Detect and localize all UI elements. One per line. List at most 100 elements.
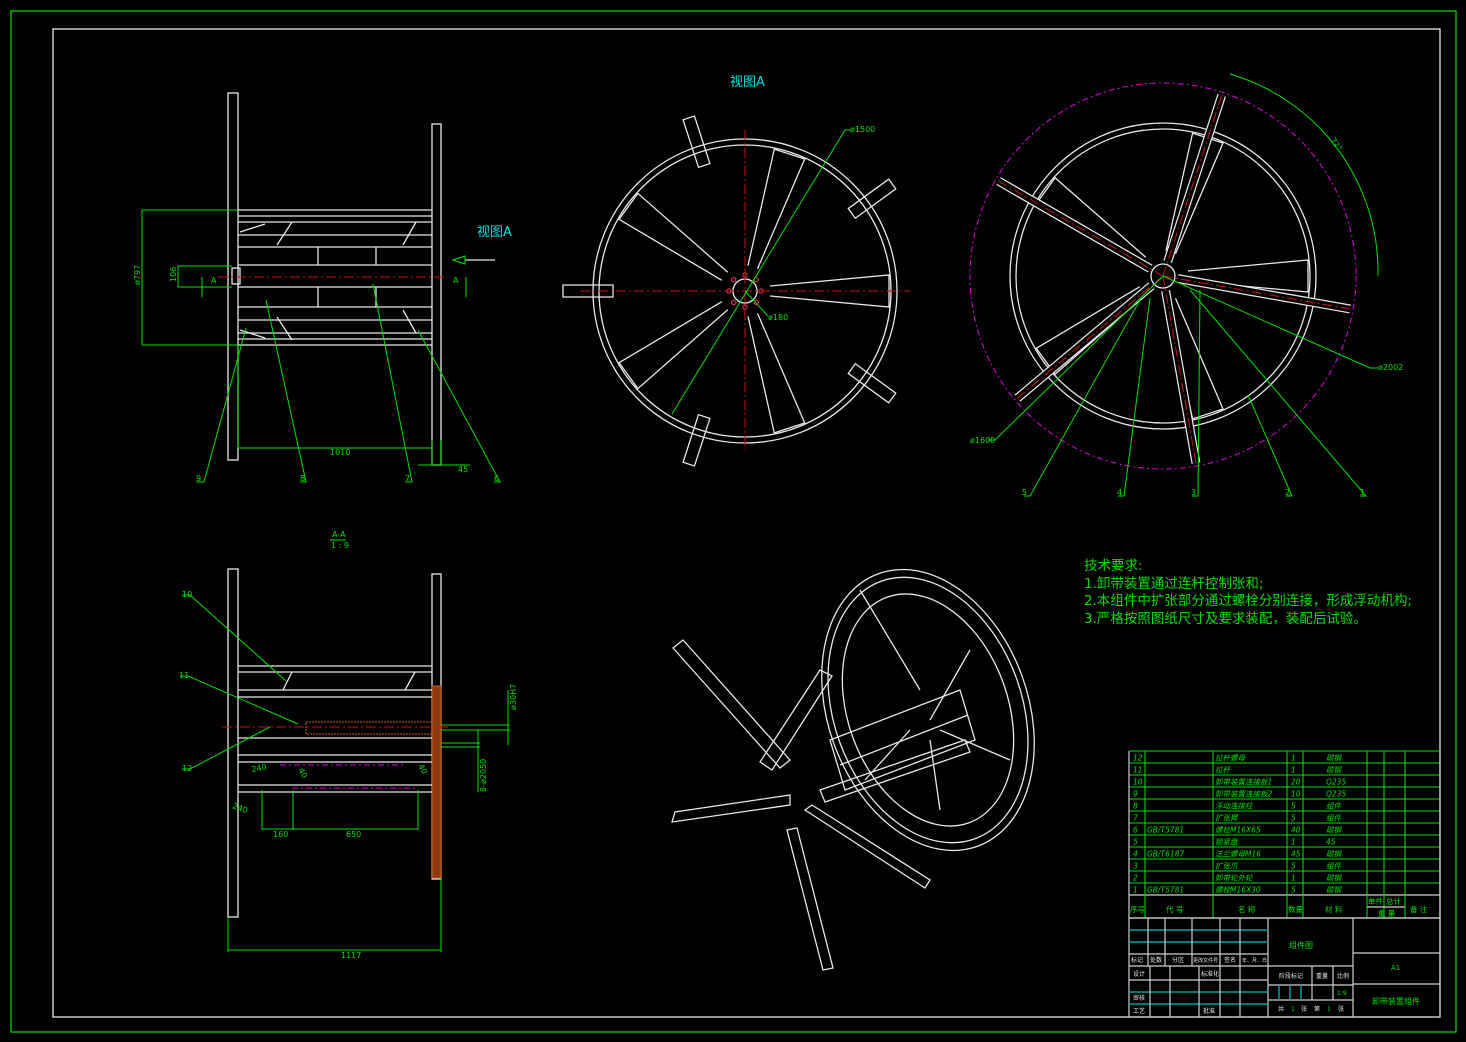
bom-material: Q235 (1326, 790, 1346, 799)
tb-h-sign: 签名 (1224, 956, 1236, 964)
dim-240b: 240 (231, 801, 248, 815)
spoke (618, 192, 729, 281)
bom-no: 5 (1133, 838, 1138, 847)
dim-1117: 1117 (341, 951, 361, 960)
bom-name: 螺栓M16X30 (1215, 886, 1261, 895)
bom-name: 卸带装置连接板2 (1215, 790, 1272, 799)
tb-process: 工艺 (1133, 1007, 1145, 1015)
bolt-hole (730, 299, 737, 306)
bom-no: 6 (1133, 826, 1138, 835)
dim-2002: ø2002 (1378, 363, 1403, 372)
bom-qty: 20 (1291, 778, 1301, 787)
balloon-5: 5 (1022, 488, 1027, 497)
bom-no: 7 (1133, 814, 1138, 823)
balloon-1: 1 (1360, 488, 1365, 497)
tb-approve: 批准 (1203, 1007, 1215, 1015)
bom-material: 碳钢 (1326, 874, 1343, 883)
section-label: A-A (332, 530, 346, 539)
bom-material: 组件 (1326, 802, 1343, 811)
dim-holes: 8-ø2050 (479, 759, 488, 792)
bom-material: 45 (1326, 838, 1336, 847)
bom-material: 碳钢 (1326, 826, 1343, 835)
bom-material: Q235 (1326, 778, 1346, 787)
balloon-10: 10 (182, 590, 192, 599)
bom-row: 10 卸带装置连接板1 20 Q235 (1133, 778, 1346, 787)
dim-106: 106 (169, 267, 178, 282)
tb-standardization: 标准化 (1201, 970, 1219, 978)
dim-240a: 240 (251, 762, 268, 774)
bom-name: 卸带装置连接板1 (1215, 778, 1272, 787)
balloon-4: 4 (1117, 488, 1122, 497)
spoke (1035, 286, 1147, 376)
bom-header-total: 总计 (1386, 896, 1402, 906)
bom-name: 螺栓M16X65 (1215, 826, 1261, 835)
bom-header-weight: 重 量 (1378, 909, 1396, 918)
view-a-label-top: 视图A (730, 75, 765, 90)
bom-name: 扩张爪 (1215, 862, 1238, 871)
spoke (747, 148, 806, 270)
bom-no: 4 (1133, 850, 1138, 859)
dim-650: 650 (346, 830, 361, 839)
tech-title: 技术要求: (1084, 558, 1143, 574)
tb-sheets-total-label: 共 (1278, 1005, 1284, 1013)
right-wheel (996, 93, 1351, 464)
bom-header-unit: 单件 (1368, 896, 1384, 906)
bom-no: 12 (1133, 754, 1143, 763)
bom-no: 10 (1133, 778, 1143, 787)
section-scale: 1 : 9 (331, 541, 349, 550)
tb-h-date: 年、月、日 (1242, 957, 1267, 964)
tb-sheet-no: 1 (1327, 1006, 1331, 1013)
dim-40a: 40 (296, 767, 309, 780)
bom-material: 碳钢 (1326, 754, 1343, 763)
tb-stage-mark: 阶段标记 (1279, 972, 1303, 980)
tb-scale-label: 比例 (1337, 972, 1349, 980)
tech-item-3: 3.严格按照图纸尺寸及要求装配，装配后试验。 (1084, 611, 1367, 627)
bolt-hole (753, 299, 760, 306)
view-a-label-side: 视图A (477, 225, 512, 240)
tb-weight: 重量 (1316, 972, 1328, 980)
bom-no: 9 (1133, 790, 1138, 799)
tb-sheet-unit2: 张 (1338, 1005, 1344, 1013)
bom-qty: 1 (1291, 754, 1296, 763)
bom-name: 扩张臂 (1215, 814, 1239, 823)
bom-qty: 5 (1291, 802, 1296, 811)
section-marker-left: A (211, 276, 217, 285)
expansion-arm (562, 284, 614, 298)
expansion-arm (682, 413, 711, 467)
section-marker-right: A (453, 276, 459, 285)
title-block: 标记 处数 分区 更改文件号 签名 年、月、日 设计 标准化 审核 工艺 批准 … (1128, 917, 1441, 1018)
bom-qty: 10 (1291, 790, 1301, 799)
tb-sheets-total: 1 (1291, 1006, 1295, 1013)
dim-797: ø797 (133, 265, 142, 285)
balloon-7: 7 (405, 474, 410, 483)
isometric-view (671, 568, 1035, 971)
bom-code: GB/T5781 (1147, 826, 1184, 835)
bom-qty: 45 (1291, 850, 1301, 859)
bom-material: 组件 (1326, 814, 1343, 823)
balloon-2: 2 (1285, 488, 1290, 497)
bom-material: 碳钢 (1326, 850, 1343, 859)
bom-material: 碳钢 (1326, 886, 1343, 895)
bom-no: 1 (1133, 886, 1138, 895)
bom-qty: 5 (1291, 862, 1296, 871)
balloon-3: 3 (1191, 488, 1196, 497)
bom-qty: 1 (1291, 766, 1296, 775)
bom-code: GB/T5781 (1147, 886, 1184, 895)
bom-name: 拉杆 (1215, 766, 1232, 775)
dim-angle-72: 72° (1328, 136, 1344, 153)
bom-name: 法兰螺母M16 (1215, 850, 1261, 859)
right-view: 72° ø2002 ø1600 5 4 3 2 1 (969, 73, 1403, 497)
bom-header-no: 序号 (1130, 904, 1145, 914)
tb-h-mark: 标记 (1131, 956, 1143, 964)
bom-name: 浮动连接柱 (1215, 802, 1254, 811)
inner-frame (52, 28, 1441, 1018)
tb-review: 审核 (1133, 994, 1145, 1002)
tech-item-1: 1.卸带装置通过连杆控制张和; (1084, 576, 1263, 592)
